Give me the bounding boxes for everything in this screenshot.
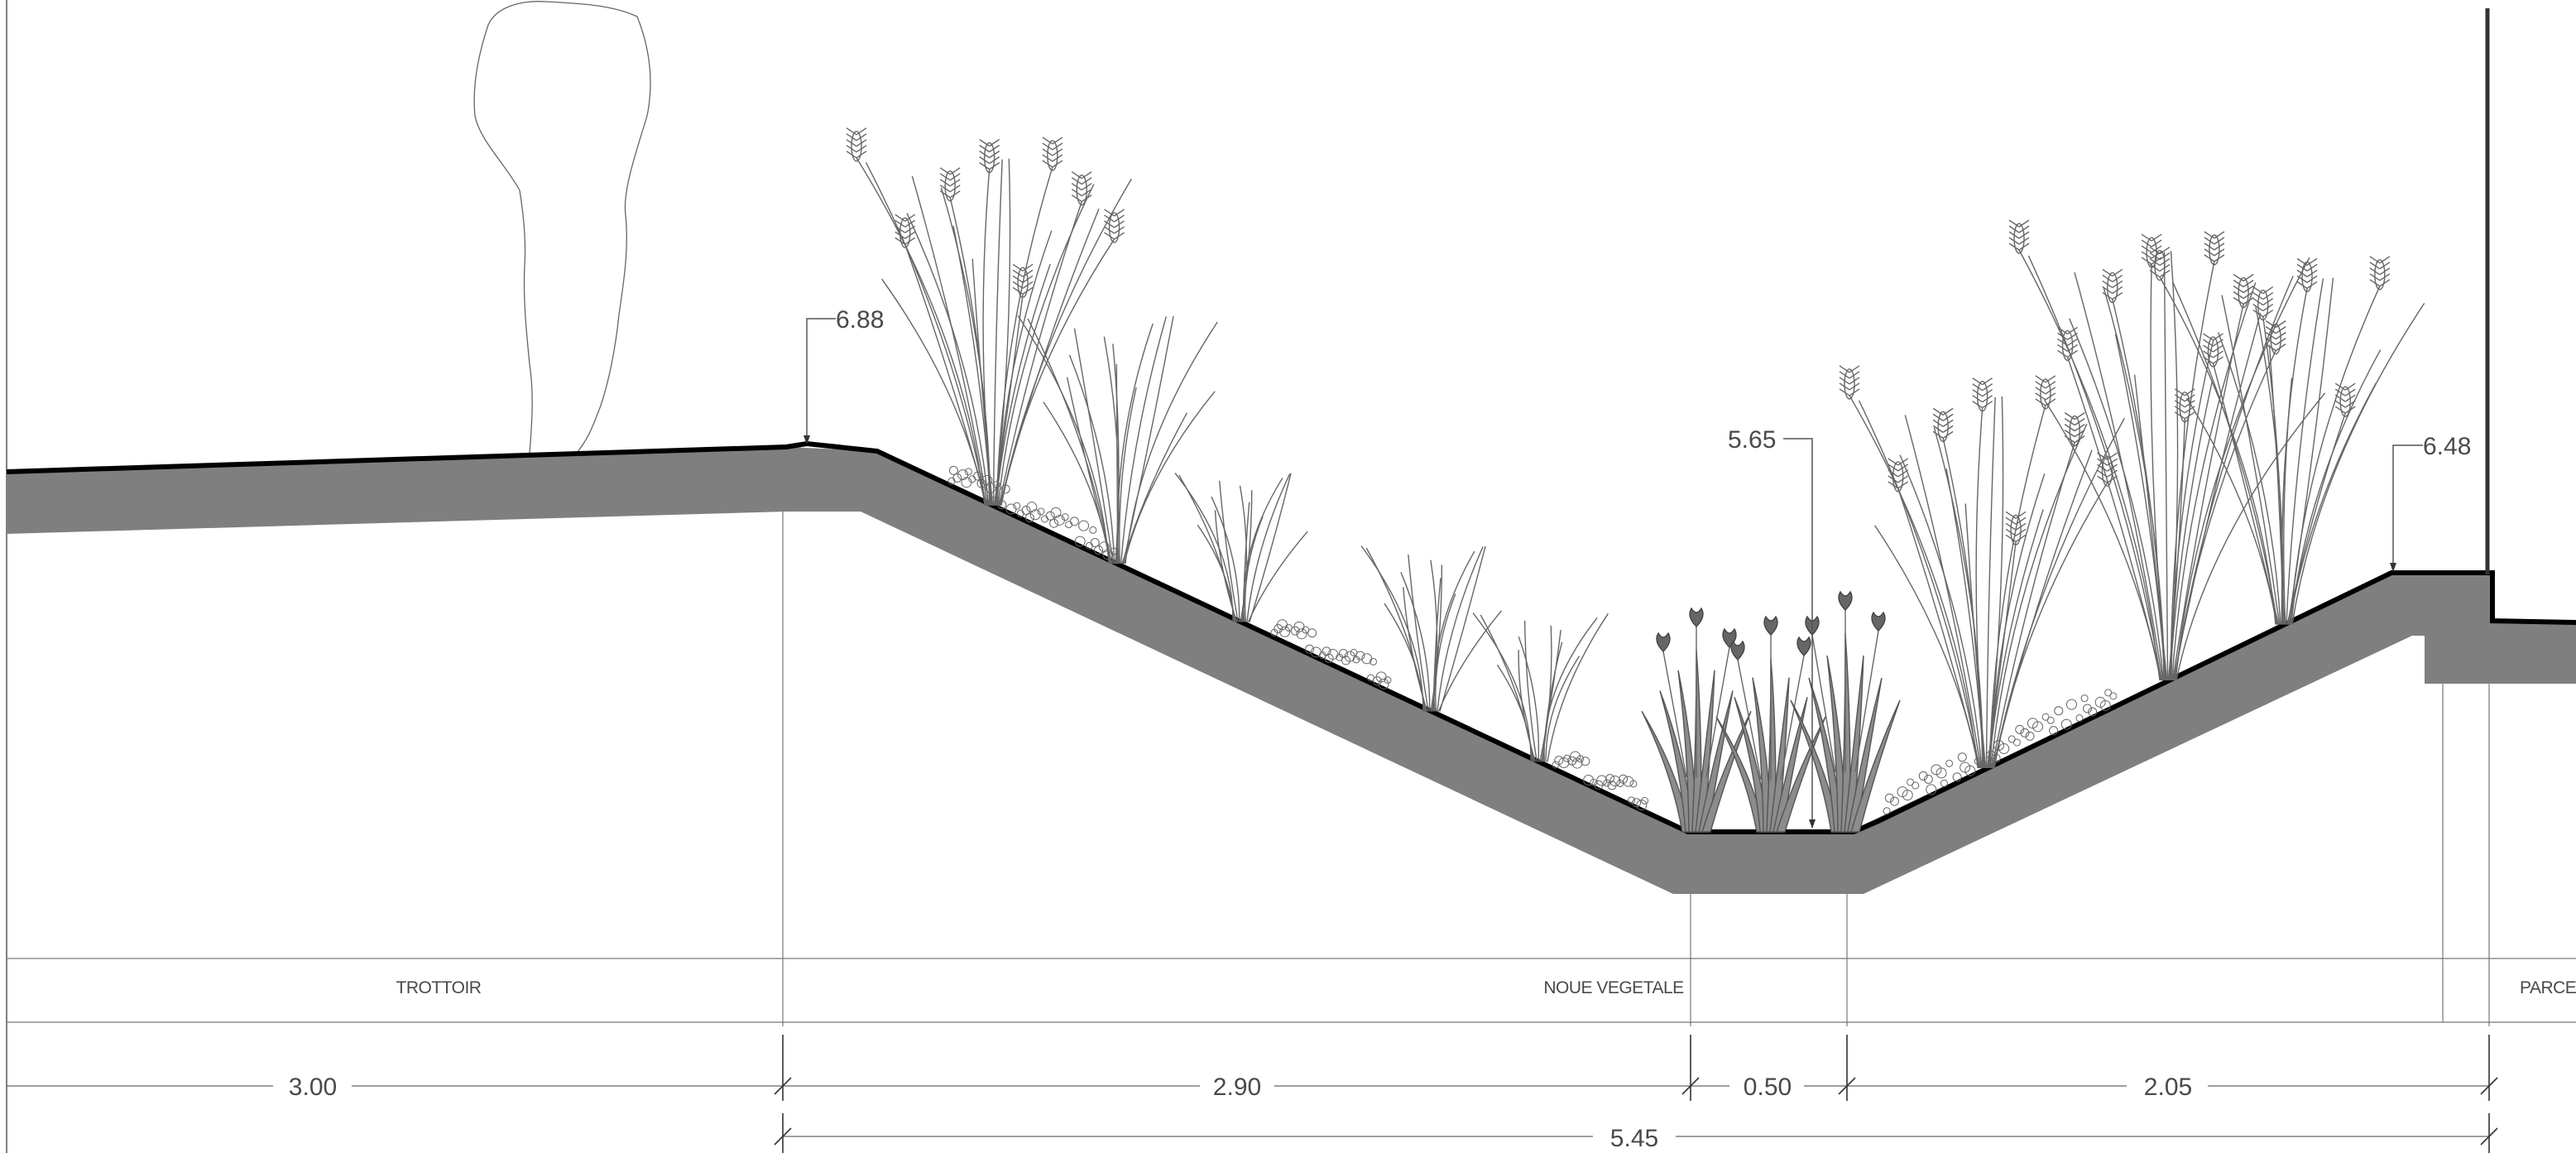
- tall-grass-icon: [1839, 365, 2125, 769]
- elevation-marker-sidewalk: 6.88: [804, 306, 884, 444]
- dimension-row-2: 5.45: [774, 1113, 2498, 1153]
- dimension-row-1: 3.00 2.90 0.50 2.05: [7, 1035, 2498, 1101]
- elevation-label-swale: 5.65: [1728, 426, 1776, 454]
- zone-band: TROTTOIR NOUE VEGETALE PARCE: [7, 958, 2576, 1023]
- ground-section-fill: [7, 447, 2576, 894]
- zone-label-noue: NOUE VEGETALE: [1543, 978, 1684, 997]
- dimension-right-slope: 2.05: [2144, 1074, 2192, 1101]
- vegetation-group: [846, 127, 2425, 833]
- iris-flower-icon: [1790, 590, 1901, 833]
- elevation-label-right: 6.48: [2423, 433, 2471, 460]
- elevation-marker-right: 6.48: [2390, 433, 2471, 572]
- tall-grass-icon: [1360, 545, 1502, 712]
- iris-flower-icon: [1715, 615, 1826, 833]
- pebble-groundcover-icon: [1270, 619, 1392, 689]
- pebble-groundcover-icon: [1552, 751, 1649, 811]
- tall-grass-icon: [2008, 219, 2326, 681]
- zone-label-parcelle: PARCE: [2520, 978, 2576, 997]
- dimension-left-slope: 2.90: [1213, 1074, 1261, 1101]
- elevation-marker-swale: 5.65: [1728, 426, 1816, 829]
- tall-grass-icon: [1472, 613, 1609, 762]
- dimension-swale-bottom: 0.50: [1744, 1074, 1792, 1101]
- pebble-groundcover-icon: [947, 465, 1118, 560]
- pebble-groundcover-icon: [1883, 689, 2118, 815]
- iris-flower-icon: [1641, 607, 1752, 833]
- dimension-trottoir: 3.00: [289, 1074, 337, 1101]
- tall-grass-icon: [2149, 247, 2425, 625]
- dimension-noue-total: 5.45: [1610, 1125, 1658, 1152]
- tall-grass-icon: [846, 127, 1132, 506]
- tall-grass-icon: [1017, 315, 1218, 564]
- elevation-label-sidewalk: 6.88: [836, 306, 884, 334]
- zone-label-trottoir: TROTTOIR: [396, 978, 482, 997]
- person-silhouette-icon: [473, 1, 651, 454]
- reference-lines: [782, 512, 2490, 1026]
- tall-grass-icon: [1174, 473, 1308, 622]
